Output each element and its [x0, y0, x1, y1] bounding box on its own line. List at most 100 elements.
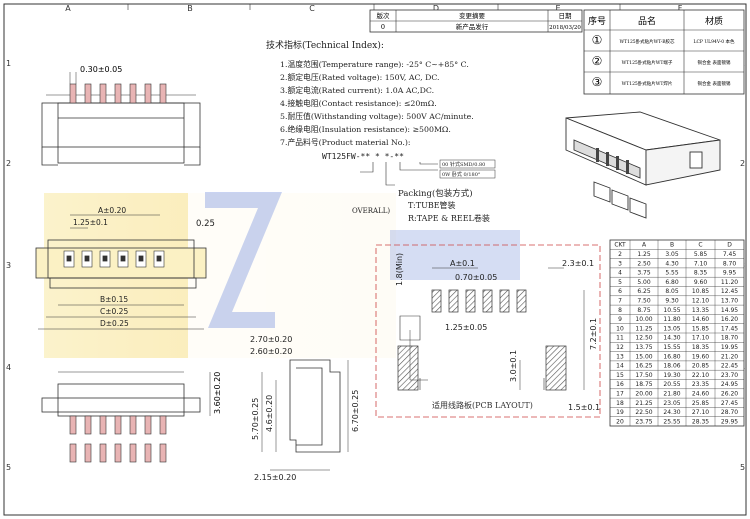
ckt-cell: 22.50	[635, 409, 652, 416]
ckt-cell: 12	[616, 344, 624, 351]
ckt-cell: 15.85	[692, 325, 709, 332]
revision-table: 版次 变更摘要 日期 0 新产品发行 2018/03/20	[369, 9, 583, 33]
ckt-header: B	[670, 242, 674, 249]
part-number: WT125FW-** * *-**	[322, 152, 404, 161]
ckt-cell: 27.45	[721, 400, 738, 407]
ckt-cell: 8.05	[665, 288, 679, 295]
dim-pitch-top: 0.30±0.05	[80, 65, 122, 74]
rev-header-date: 日期	[559, 12, 573, 20]
ckt-cell: 10.85	[692, 288, 709, 295]
ckt-cell: 17.45	[721, 325, 738, 332]
ckt-cell: 8	[618, 307, 622, 314]
ckt-cell: 25.85	[692, 400, 709, 407]
ckt-cell: 5.55	[665, 270, 679, 277]
ckt-cell: 27.10	[692, 409, 709, 416]
ckt-header: D	[727, 242, 732, 249]
ckt-cell: 28.35	[692, 418, 709, 425]
ckt-cell: 11.20	[721, 279, 738, 286]
side-view	[261, 359, 349, 471]
pcb-f: 3.0±0.1	[509, 350, 518, 382]
dim-s1: 2.70±0.20	[250, 335, 292, 344]
ckt-cell: 18.70	[721, 335, 738, 342]
rev-date: 2018/03/20	[549, 25, 581, 31]
ckt-header: A	[642, 242, 647, 249]
col-label: F	[678, 4, 683, 13]
top-view-pins	[69, 83, 167, 104]
ckt-cell: 18	[616, 400, 624, 407]
ckt-cell: 9	[618, 316, 622, 323]
ckt-cell: 20	[616, 418, 624, 425]
ckt-cell: 8.70	[723, 260, 737, 267]
col-label: B	[187, 4, 193, 13]
ckt-cell: 19.60	[692, 353, 709, 360]
ckt-cell: 7.50	[637, 297, 651, 304]
parts-name: WT125卧式贴片WT-B胶芯	[619, 38, 675, 45]
ckt-cell: 13	[616, 353, 624, 360]
dim-side: 0.25	[196, 219, 215, 229]
ckt-cell: 19.30	[663, 372, 680, 379]
ckt-cell: 15.55	[663, 344, 680, 351]
dim-a: A±0.20	[98, 206, 126, 215]
ckt-cell: 5.00	[637, 279, 651, 286]
ckt-cell: 17.50	[635, 372, 652, 379]
parts-mat: 铜合金 表面镀锡	[698, 59, 731, 66]
ckt-cell: 3	[618, 260, 622, 267]
row-label: 3	[6, 261, 11, 270]
front-view	[35, 214, 207, 330]
ckt-cell: 12.50	[635, 335, 652, 342]
ckt-cell: 10.00	[635, 316, 652, 323]
ckt-cell: 16.80	[663, 353, 680, 360]
packing-reel: R:TAPE & REEL卷装	[408, 213, 490, 223]
parts-header-name: 品名	[638, 15, 656, 27]
ckt-cell: 23.35	[692, 381, 709, 388]
pcb-g: 1.5±0.1	[568, 403, 600, 412]
ckt-cell: 23.05	[663, 400, 680, 407]
spec-item: 5.耐压值(Withstanding voltage): 500V AC/min…	[280, 111, 474, 121]
dim-s5: 6.70±0.25	[351, 390, 360, 432]
parts-header-mat: 材质	[705, 15, 723, 27]
ckt-cell: 20.55	[663, 381, 680, 388]
dim-c: C±0.25	[100, 307, 128, 316]
ckt-cell: 11.25	[635, 325, 652, 332]
pcb-w: 0.70±0.05	[455, 273, 497, 282]
ckt-cell: 18.35	[692, 344, 709, 351]
pcb-r: 2.3±0.1	[562, 259, 594, 268]
col-label: E	[555, 4, 560, 13]
ckt-cell: 10.55	[663, 307, 680, 314]
spec-item: 7.产品料号(Product material No.):	[280, 137, 410, 147]
ckt-cell: 12.10	[692, 297, 709, 304]
ckt-cell: 14	[616, 363, 624, 370]
ckt-cell: 29.95	[721, 418, 738, 425]
dim-pitch: 1.25±0.1	[73, 218, 108, 227]
row-label: 1	[6, 59, 11, 68]
ckt-cell: 25.55	[663, 418, 680, 425]
ckt-header: C	[698, 242, 702, 249]
ckt-cell: 22.10	[692, 372, 709, 379]
ckt-cell: 18.06	[663, 363, 680, 370]
parts-name: WT125卧式贴片WT焊片	[622, 80, 673, 87]
pcb-v: 7.2±0.1	[589, 318, 598, 350]
ckt-cell: 9.95	[723, 270, 737, 277]
ckt-cell: 14.60	[692, 316, 709, 323]
ckt-cell: 7.45	[723, 251, 737, 258]
parts-mat: 铜合金 表面镀锡	[698, 80, 731, 87]
ckt-cell: 17	[616, 390, 624, 397]
ckt-cell: 8.75	[637, 307, 651, 314]
pcb-h: 1.8(Min)	[395, 253, 404, 286]
ckt-cell: 16.25	[635, 363, 652, 370]
ckt-cell: 10	[616, 325, 624, 332]
ckt-cell: 24.95	[721, 381, 738, 388]
row-label: 2	[740, 159, 745, 168]
pcb-a: A±0.1	[450, 259, 475, 268]
ckt-cell: 9.30	[665, 297, 679, 304]
ckt-cell: 21.25	[635, 400, 652, 407]
row-label: 4	[6, 363, 11, 372]
rev-header-change: 变更摘要	[459, 11, 486, 20]
ckt-cell: 26.20	[721, 390, 738, 397]
rev-ver: 0	[381, 23, 385, 31]
ckt-cell: 2.50	[637, 260, 651, 267]
ckt-cell: 24.60	[692, 390, 709, 397]
ckt-cell: 3.05	[665, 251, 679, 258]
row-label: 5	[6, 463, 11, 472]
